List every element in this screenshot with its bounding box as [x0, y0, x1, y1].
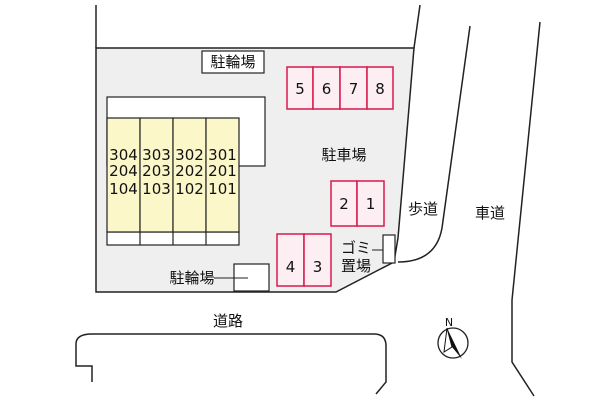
- parking-number: 2: [339, 195, 349, 213]
- north-label: N: [445, 316, 453, 329]
- parking-number: 4: [286, 258, 296, 276]
- unit-number: 203: [142, 162, 171, 180]
- parking-number: 5: [295, 80, 305, 98]
- parking-number: 7: [349, 80, 359, 98]
- unit-number: 102: [175, 180, 204, 198]
- parking-space: [330, 180, 358, 227]
- bicycle-parking-top-label: 駐輪場: [210, 53, 255, 71]
- building: 304 204 104 303 203 103 302 202 102 301 …: [106, 117, 240, 245]
- parking-space: [286, 66, 314, 110]
- unit-number: 303: [142, 146, 171, 164]
- unit-number: 204: [109, 162, 138, 180]
- unit-column-304: [106, 117, 141, 233]
- garbage-area-box: [382, 234, 396, 264]
- parking-space: [303, 233, 332, 287]
- parking-number: 3: [313, 258, 323, 276]
- road-label: 道路: [213, 312, 243, 330]
- unit-number: 201: [208, 162, 237, 180]
- unit-number: 302: [175, 146, 204, 164]
- garbage-area-label-1: ゴミ: [341, 239, 371, 257]
- parking-number: 8: [375, 80, 385, 98]
- bicycle-parking-top-box: [201, 50, 265, 74]
- unit-number: 101: [208, 180, 237, 198]
- boundary-line-right: [413, 4, 421, 49]
- carriageway-label: 車道: [475, 204, 505, 222]
- unit-number: 301: [208, 146, 237, 164]
- carriageway-edge: [511, 21, 541, 397]
- car-parking-label: 駐車場: [321, 146, 366, 164]
- garbage-area-label-2: 置場: [341, 257, 371, 275]
- road-edge: [75, 333, 387, 395]
- parking-top-row: 5 6 7 8: [286, 66, 394, 110]
- parking-space: [312, 66, 341, 110]
- parking-space: [366, 66, 394, 110]
- north-arrow-icon: N: [437, 316, 469, 359]
- parking-number: 6: [322, 80, 332, 98]
- parking-space: [356, 180, 385, 227]
- parking-bottom-row: 4 3: [276, 233, 332, 287]
- parking-number: 1: [366, 195, 376, 213]
- unit-column-303: [139, 117, 174, 233]
- unit-number: 304: [109, 146, 138, 164]
- unit-number: 103: [142, 180, 171, 198]
- unit-number: 202: [175, 162, 204, 180]
- bicycle-parking-bottom-label: 駐輪場: [169, 269, 214, 287]
- unit-number: 104: [109, 180, 138, 198]
- parking-space: [339, 66, 368, 110]
- parking-middle-row: 2 1: [330, 180, 385, 227]
- sidewalk-edge: [397, 25, 471, 263]
- unit-column-301: [205, 117, 240, 233]
- sidewalk-label: 歩道: [408, 200, 438, 218]
- unit-column-302: [172, 117, 207, 233]
- parking-space: [276, 233, 305, 287]
